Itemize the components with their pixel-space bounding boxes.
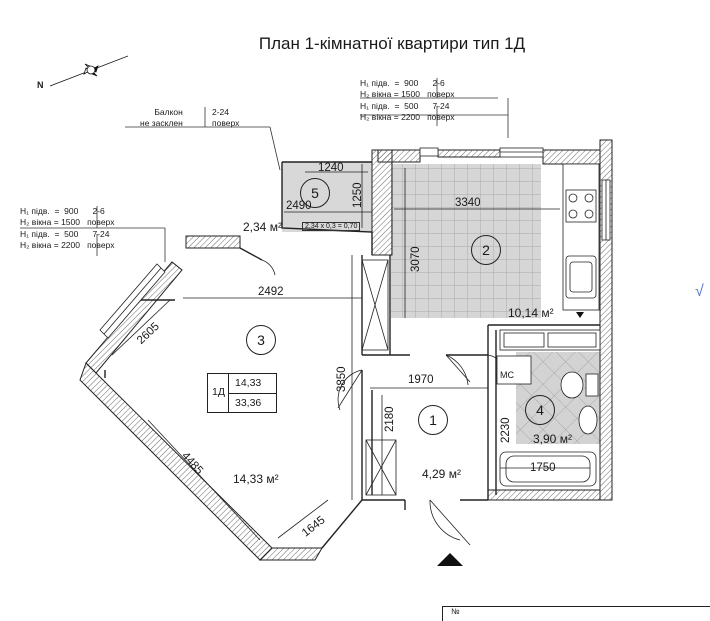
room-area-3: 14,33 м² [233,472,279,486]
stamp-number-label: № [451,607,460,616]
windows [99,147,611,339]
title-block-stamp: № [442,606,710,621]
apartment-total-area: 33,36 [235,397,262,409]
note-top: H₁ підв. = 900 2-6 H₂ вікна = 1500 повер… [360,78,455,122]
kitchen-fixtures [562,163,600,311]
note-left: H₁ підв. = 900 2-6 H₂ вікна = 1500 повер… [20,206,115,250]
dim-1750: 1750 [530,462,556,474]
room-area-2: 10,14 м² [508,306,554,320]
room-number-3: 3 [246,325,276,355]
dimension-lines [111,164,590,541]
apartment-tag: 1Д 14,33 33,36 [207,373,277,413]
apartment-living-area: 14,33 [235,377,262,389]
arrow-icon [576,312,584,318]
compass-rose-icon [49,55,129,87]
handwritten-check-mark: √ [695,283,704,300]
wc-label: МС [500,370,514,380]
dim-2490: 2490 [286,200,312,212]
room-number-5: 5 [300,178,330,208]
compass-north-label: N [37,80,44,90]
dim-2230: 2230 [500,417,512,443]
bathroom-fixtures [496,329,601,487]
room-number-4: 4 [525,395,555,425]
dim-2180: 2180 [384,406,396,432]
plan-title: План 1-кімнатної квартири тип 1Д [258,34,526,53]
dim-3850: 3850 [336,366,348,392]
note-leaders [20,78,509,262]
dim-2492: 2492 [258,286,284,298]
room-area-1: 4,29 м² [422,467,461,481]
room-number-2: 2 [471,235,501,265]
apartment-type: 1Д [212,386,225,398]
room-area-4: 3,90 м² [533,432,572,446]
service-shafts [361,259,397,496]
dim-1240: 1240 [318,162,344,174]
note-balcony: Балкон не засклен [140,107,183,128]
entrance-marker-icon [437,553,463,566]
dim-3340: 3340 [455,197,481,209]
dim-1970: 1970 [408,374,434,386]
dim-3070: 3070 [410,246,422,272]
kitchen-floor-tile [391,164,541,318]
room-area-5: 2,34 м² [243,220,282,234]
note-balcony-floors: 2-24 поверх [212,107,240,128]
dim-1250: 1250 [352,182,364,208]
balcony-calc: 2,34 x 0,3 = 0,70 [302,222,361,231]
room-number-1: 1 [418,405,448,435]
